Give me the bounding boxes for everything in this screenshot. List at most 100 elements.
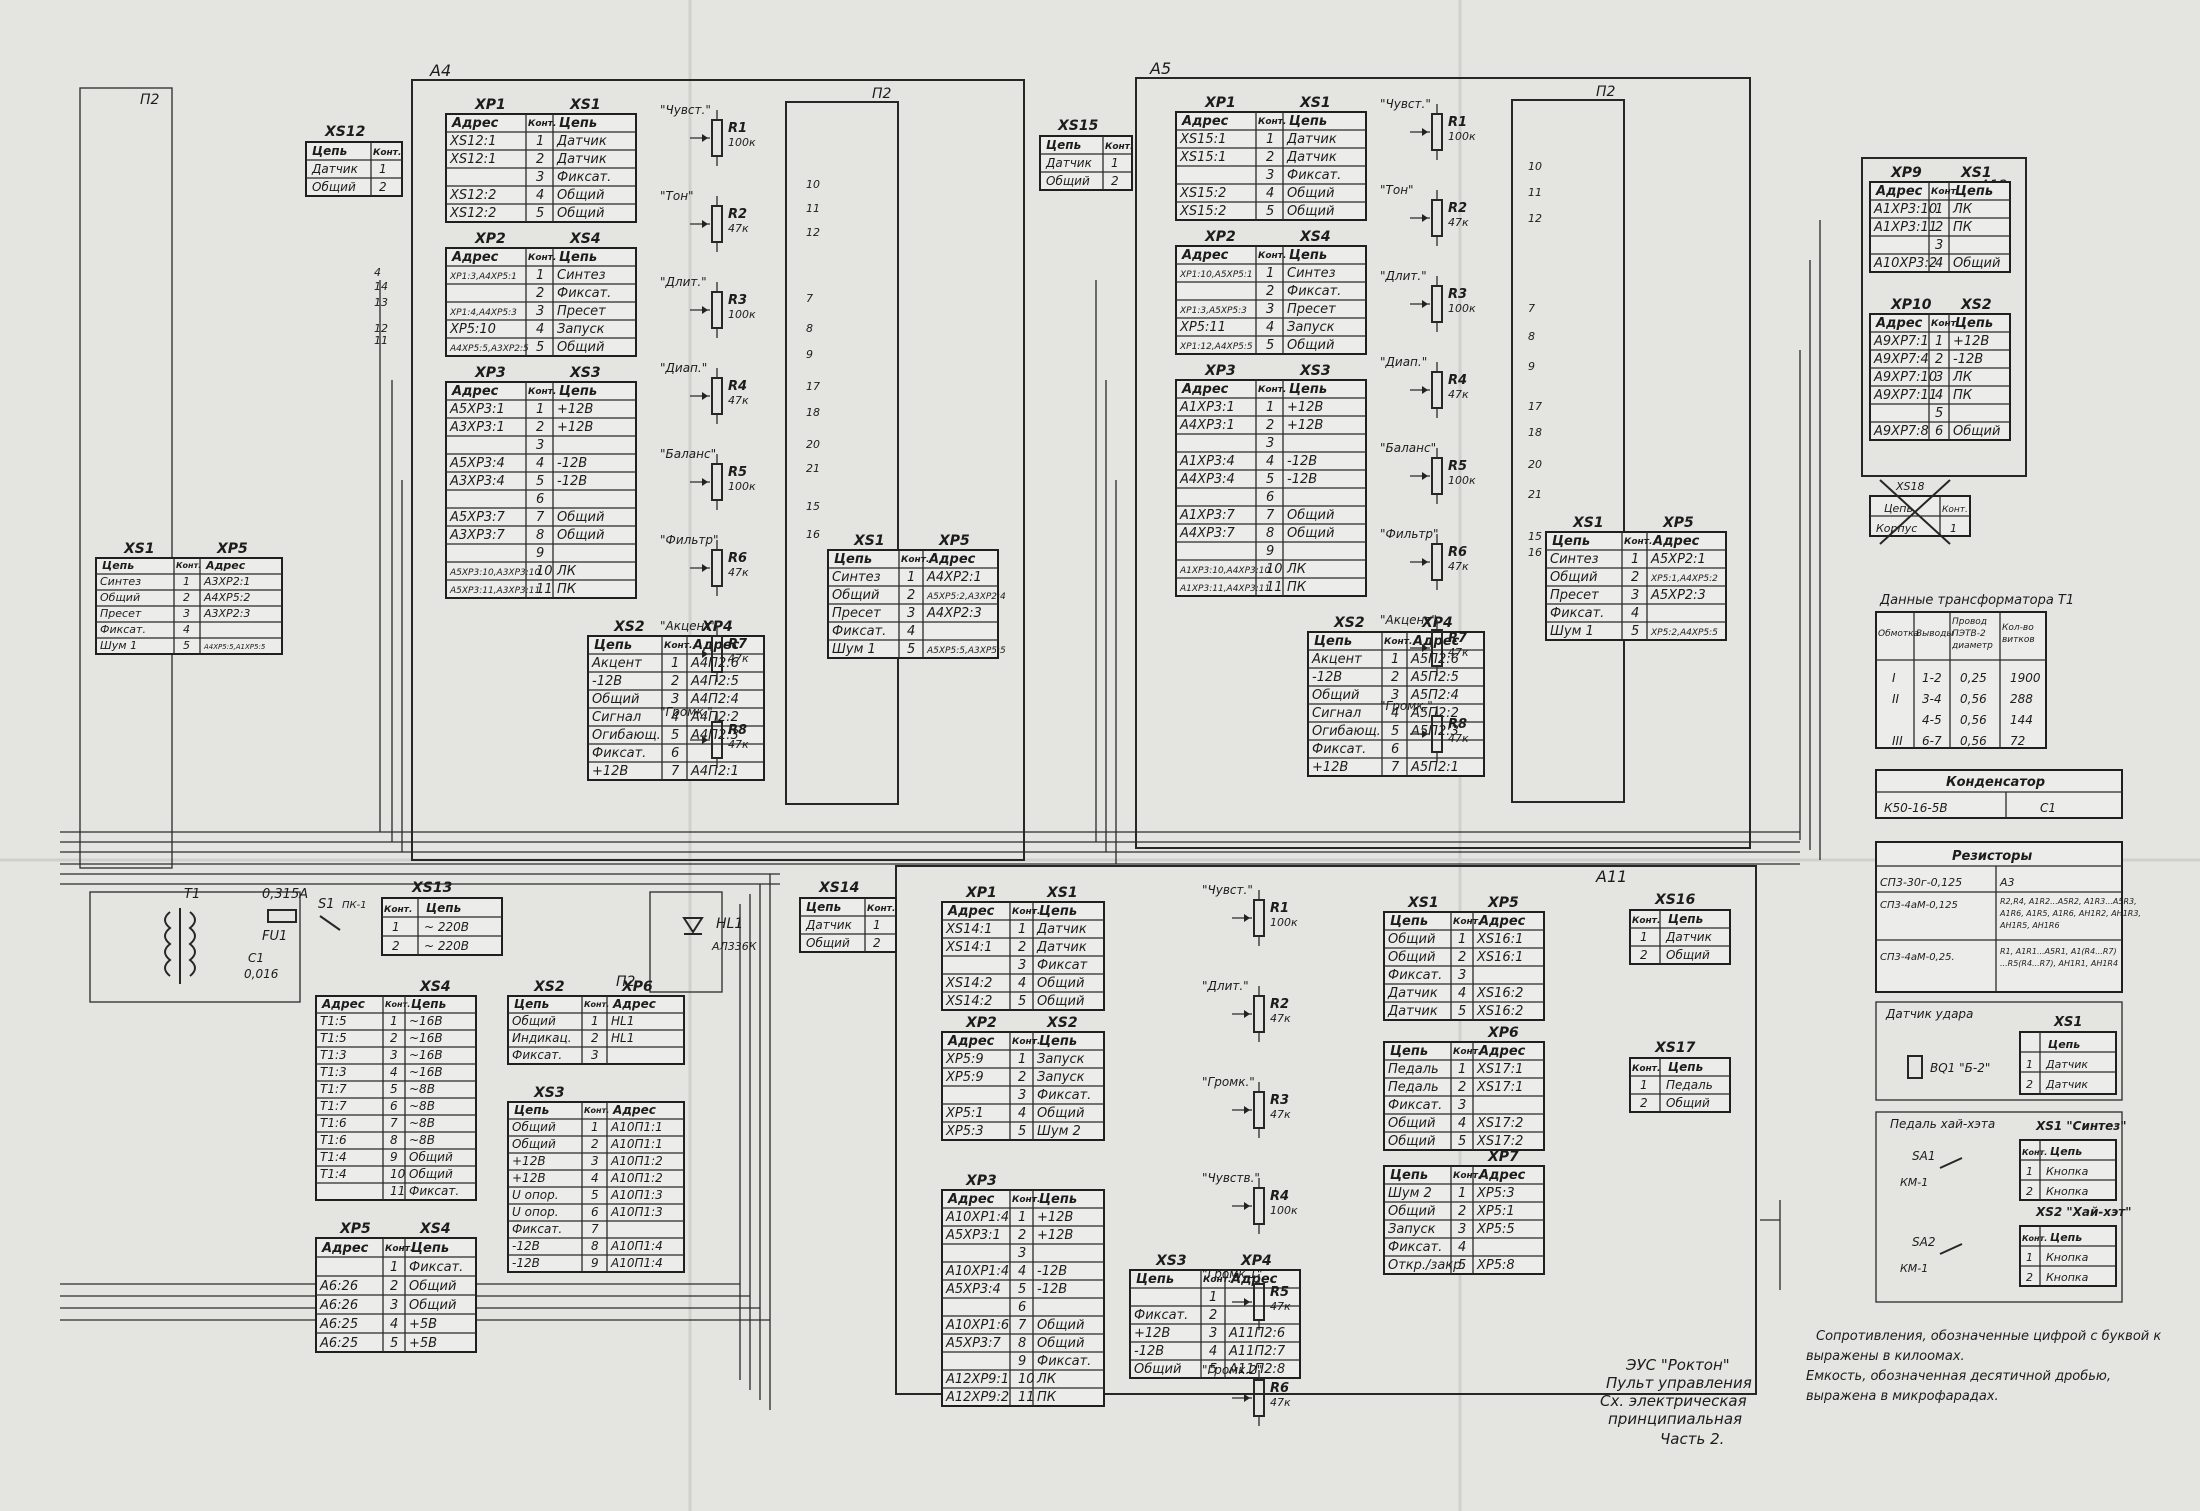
connector-label: XP4: [1240, 1253, 1272, 1269]
table-cell: 4: [536, 456, 544, 471]
resistor-icon: [1253, 1379, 1265, 1417]
column-header: Цепь: [1314, 634, 1352, 649]
table-cell: 3: [1018, 1088, 1026, 1103]
table-cell: Фиксат.: [1287, 168, 1341, 183]
table-cell: Общий: [512, 1014, 556, 1028]
table-cell: XP5:9: [945, 1052, 984, 1067]
wiper-arrow-icon: [1422, 472, 1428, 480]
table-cell: Синтез: [1550, 552, 1599, 567]
xs18-connector: XS18 Цепь Конт. Корпус 1: [1869, 479, 1971, 545]
table-cell: III: [1892, 734, 1903, 748]
pot-ref: R6: [728, 551, 747, 566]
table-cell: 2: [390, 1031, 398, 1045]
column-header: Адрес: [1478, 1168, 1526, 1183]
pot-value: 100к: [1270, 1204, 1298, 1217]
connector-label: XP1: [965, 885, 997, 901]
table-cell: 4: [536, 322, 544, 337]
connector-label: XS4: [1299, 229, 1331, 245]
a5-label: А5: [1149, 59, 1171, 78]
table-cell: 1: [536, 402, 544, 417]
table-cell: 11: [1018, 1390, 1035, 1405]
column-header: Цепь: [1668, 1060, 1703, 1074]
table-cell: -12В: [592, 674, 622, 689]
a4-p2-label: П2: [872, 86, 892, 102]
connector-label: XS1 "Синтез": [2035, 1119, 2127, 1133]
table-cell: 2: [1458, 1204, 1466, 1219]
title-block: ЭУС "Роктон" Пульт управления Сх. электр…: [1600, 1356, 1752, 1448]
table-cell: XP5:5: [1476, 1222, 1515, 1237]
table-cell: -12В: [1037, 1282, 1067, 1297]
table-cell: А10П1:4: [610, 1256, 663, 1270]
table-cell: 3: [1458, 1098, 1466, 1113]
pot-value: 100к: [1270, 916, 1298, 929]
table-cell: Синтез: [1287, 266, 1336, 281]
table-cell: XS14:2: [945, 976, 992, 991]
table-cell: ~8В: [409, 1082, 435, 1096]
table-cell: А4П2:5: [690, 674, 739, 689]
table-cell: К50-16-5В: [1884, 801, 1948, 815]
table-cell: Т1:3: [320, 1048, 347, 1062]
table-cell: Т1:5: [320, 1031, 347, 1045]
table-cell: Шум 1: [100, 639, 137, 652]
table-cell: 1: [1640, 1078, 1648, 1092]
table-cell: XP1:12,А4XP5:5: [1179, 342, 1253, 352]
table-cell: А5ХР3:10,А3ХР3:10: [449, 568, 541, 578]
table-cell: 6: [591, 1205, 599, 1219]
table-cell: Фиксат: [1037, 958, 1088, 973]
table-cell: 4: [183, 623, 190, 636]
column-header: Адрес: [1478, 1044, 1526, 1059]
table-cell: 2: [591, 1137, 599, 1151]
table-cell: А10П1:1: [610, 1137, 663, 1151]
connector-label: XS3: [533, 1085, 565, 1101]
pot-value: 47к: [1270, 1108, 1291, 1121]
table-cell: С1: [2040, 801, 2056, 815]
table-cell: 9: [591, 1256, 599, 1270]
pot-ref: R3: [1270, 1093, 1289, 1108]
wiper-arrow-icon: [1244, 914, 1250, 922]
pot-ref: R6: [1448, 545, 1467, 560]
table-cell: 1: [907, 570, 915, 585]
table-cell: 5: [390, 1082, 398, 1096]
wire-number: 17: [806, 380, 820, 393]
pot-ref: R4: [1448, 373, 1467, 388]
table-cell: 3: [1935, 370, 1943, 385]
column-header: Цепь: [806, 900, 841, 914]
table-cell: XS14:1: [945, 940, 992, 955]
column-header: Адрес: [1652, 534, 1700, 549]
table-cell: 4: [1209, 1344, 1217, 1359]
table-cell: Т1:7: [320, 1099, 347, 1113]
column-header: Цепь: [834, 552, 872, 567]
table-cell: II: [1892, 692, 1900, 706]
table-cell: XS14:2: [945, 994, 992, 1009]
table-cell: Т1:6: [320, 1116, 347, 1130]
table-cell: ~16В: [409, 1048, 443, 1062]
table-cell: 2: [1631, 570, 1639, 585]
column-header: Цепь: [1289, 248, 1327, 263]
table-cell: +12В: [1287, 400, 1323, 415]
pot-ref: R3: [728, 293, 747, 308]
pot-name: "Баланс": [660, 447, 716, 461]
table-cell: 3: [1018, 958, 1026, 973]
table-cell: 6: [1266, 490, 1274, 505]
wiper-arrow-icon: [1244, 1106, 1250, 1114]
connector-label: XS17: [1654, 1040, 1696, 1056]
pot-value: 100к: [1448, 302, 1476, 315]
table-cell: 4: [1458, 1116, 1466, 1131]
table-cell: 7: [1266, 508, 1275, 523]
table-cell: ~ 220В: [424, 939, 469, 953]
table-cell: Общий: [512, 1137, 556, 1151]
wire-number: 11: [374, 334, 388, 347]
table-cell: А5ХР3:4: [449, 456, 505, 471]
table-cell: Датчик: [1045, 156, 1093, 170]
connector-label: XP5: [938, 533, 970, 549]
table-cell: XS15:1: [1179, 150, 1226, 165]
table-cell: Датчик: [1387, 1004, 1438, 1019]
column-header: Цепь: [2050, 1231, 2082, 1244]
table-cell: 1: [1640, 930, 1648, 944]
pot-value: 47к: [1270, 1396, 1291, 1409]
column-header: Цепь: [559, 384, 597, 399]
wiper-arrow-icon: [1244, 1010, 1250, 1018]
